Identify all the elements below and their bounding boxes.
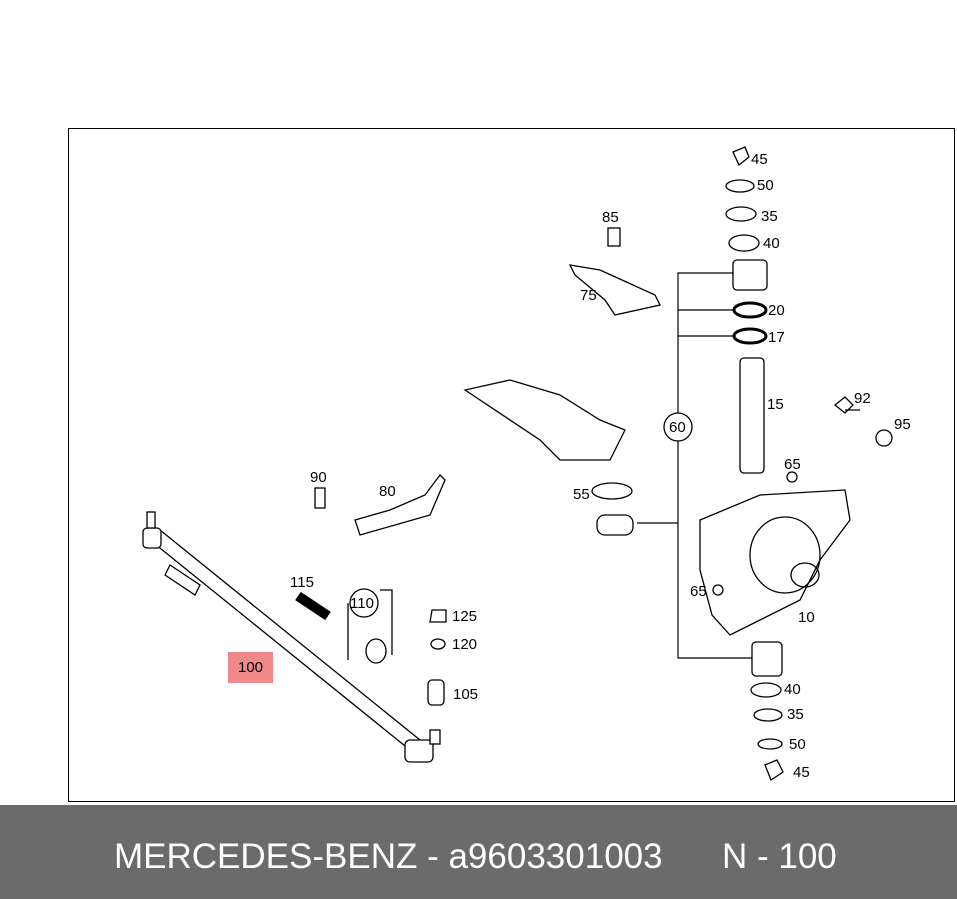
label-45[interactable]: 45 [751,151,768,168]
position-number: N - 100 [722,837,837,876]
label-65[interactable]: 65 [690,583,707,600]
brand-part-number: MERCEDES-BENZ - a9603301003 [114,837,663,876]
label-95[interactable]: 95 [894,416,911,433]
kingpin-parts [725,146,784,781]
label-40[interactable]: 40 [763,235,780,252]
label-75[interactable]: 75 [580,287,597,304]
label-50[interactable]: 50 [789,736,806,753]
label-92[interactable]: 92 [854,390,871,407]
label-65[interactable]: 65 [784,456,801,473]
tie-rod-drawing [142,511,441,763]
parts-diagram [142,146,893,781]
label-50[interactable]: 50 [757,177,774,194]
axle-bracket [463,379,626,461]
label-80[interactable]: 80 [379,483,396,500]
label-35[interactable]: 35 [761,208,778,225]
label-15[interactable]: 15 [767,396,784,413]
label-120[interactable]: 120 [452,636,478,653]
label-85[interactable]: 85 [602,209,619,226]
label-10[interactable]: 10 [798,609,815,626]
label-45[interactable]: 45 [793,764,810,781]
group-bracket [637,272,752,659]
label-55[interactable]: 55 [573,486,590,503]
label-125[interactable]: 125 [452,608,478,625]
footer-bar: MERCEDES-BENZ - a9603301003 N - 100 [0,805,957,899]
circle-60 [663,412,693,442]
label-40[interactable]: 40 [784,681,801,698]
label-115[interactable]: 115 [290,574,314,591]
label-110[interactable]: 110 [350,595,374,612]
circle-110 [349,588,379,618]
steering-knuckle [699,489,851,636]
label-90[interactable]: 90 [310,469,327,486]
diagram-frame [68,128,955,802]
label-105[interactable]: 105 [453,686,479,703]
label-60[interactable]: 60 [669,419,686,436]
label-35[interactable]: 35 [787,706,804,723]
label-100-highlighted[interactable]: 100 [228,652,273,683]
label-20[interactable]: 20 [768,302,785,319]
label-17[interactable]: 17 [768,329,785,346]
arm-80 [354,474,446,536]
drop-arm-75 [568,264,661,316]
